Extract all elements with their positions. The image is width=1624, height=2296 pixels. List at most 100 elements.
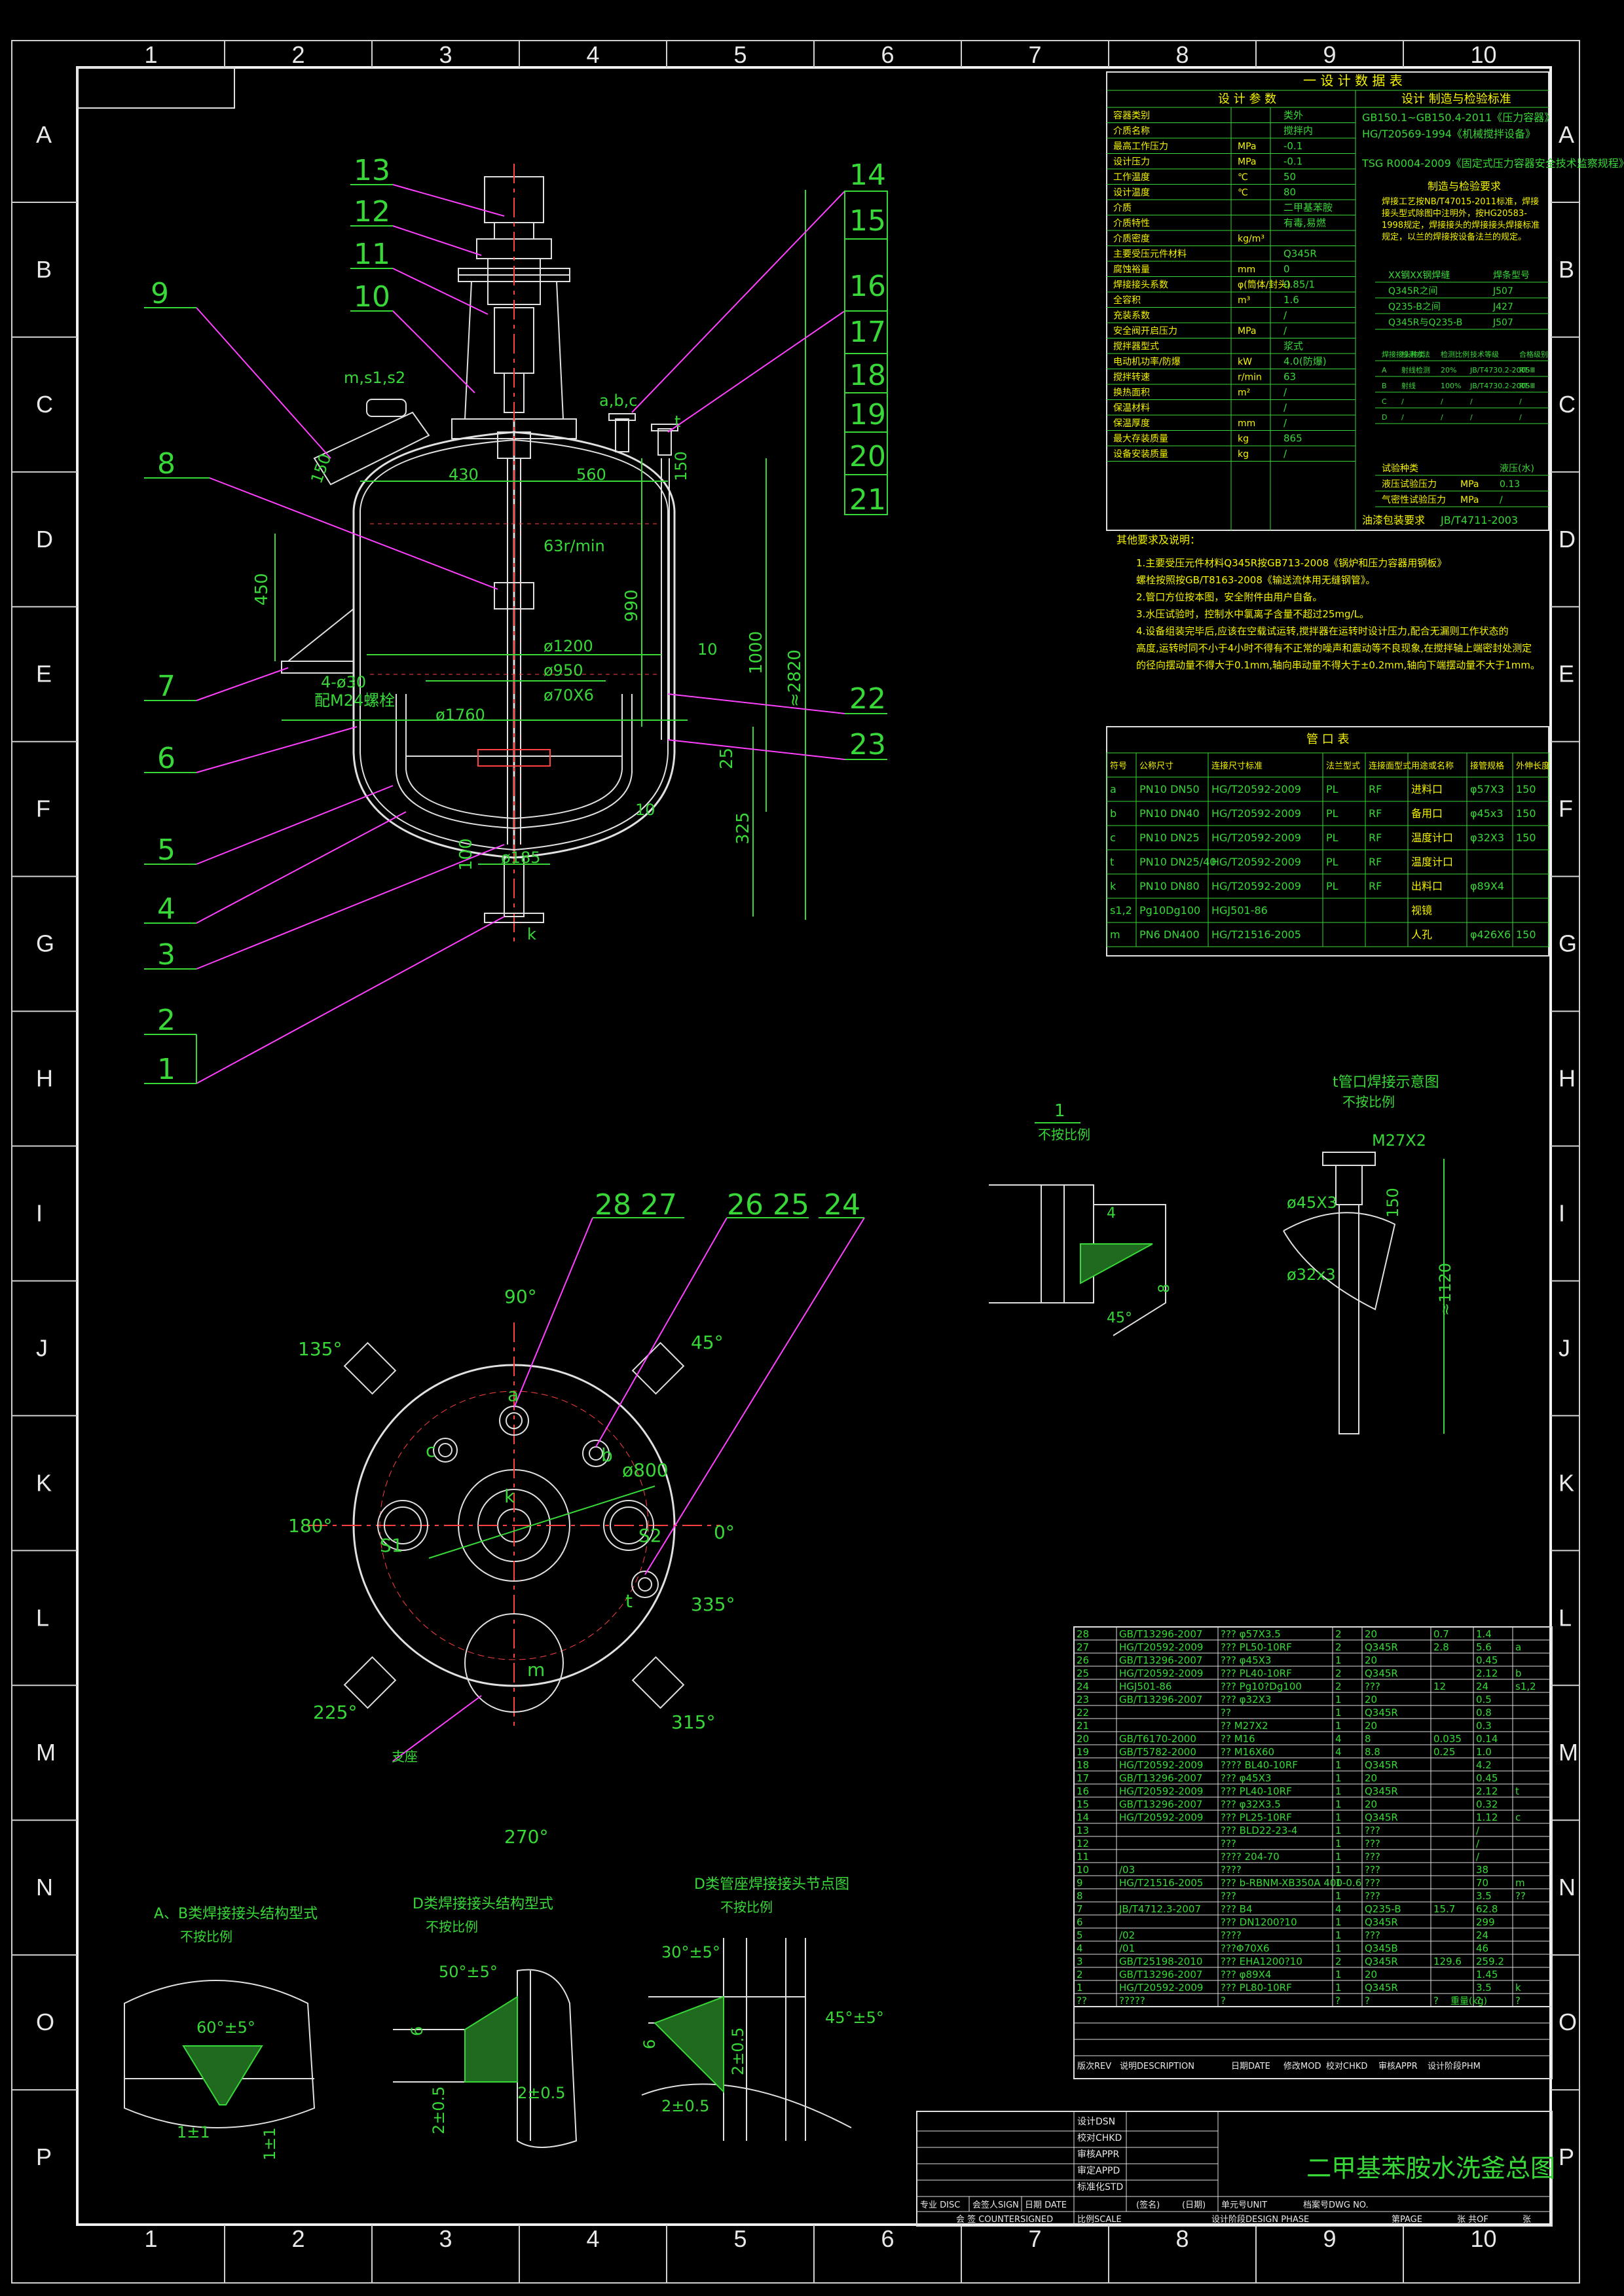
dt-row-label: 最大存装质量 xyxy=(1113,434,1168,445)
parts-cell: 10 xyxy=(1077,1864,1089,1876)
parts-cell: 1.0 xyxy=(1476,1746,1492,1758)
dt-row-label: 容器类别 xyxy=(1113,110,1150,121)
parts-cell: ? xyxy=(1476,1995,1481,2007)
dt-row-value: / xyxy=(1283,417,1287,429)
parts-cell: ????? xyxy=(1119,1995,1145,2007)
grid-col-6: 6 xyxy=(881,41,895,68)
tb-left-label: 校对CHKD xyxy=(1077,2132,1122,2143)
balloon-10: 10 xyxy=(354,280,390,314)
dt-row-label: 焊接接头系数 xyxy=(1113,280,1168,291)
parts-cell: 1 xyxy=(1335,1812,1342,1823)
grid-col-bottom-1: 1 xyxy=(145,2225,158,2252)
grid-col-bottom-5: 5 xyxy=(734,2225,747,2252)
nz-cell: PN6 DN400 xyxy=(1139,928,1200,941)
weld1-gap: 1±1 xyxy=(177,2123,210,2141)
nz-title: 管 口 表 xyxy=(1306,733,1349,746)
detailt-d32: ø32x3 xyxy=(1287,1266,1336,1284)
parts-cell: 299 xyxy=(1476,1916,1495,1928)
nz-cell: RF xyxy=(1369,831,1382,844)
grid-col-bottom-7: 7 xyxy=(1029,2225,1042,2252)
parts-cell: ??? PL40-10RF xyxy=(1221,1785,1292,1797)
dt-test-value: / xyxy=(1500,495,1503,505)
dt-row-label: 工作温度 xyxy=(1113,172,1150,183)
dim-speed: 63r/min xyxy=(544,537,605,555)
dt-row-unit: kg/m³ xyxy=(1238,234,1264,244)
dt-row-value: 50 xyxy=(1283,171,1296,183)
parts-cell: m xyxy=(1515,1877,1525,1889)
parts-cell: ??? BLD22-23-4 xyxy=(1221,1825,1297,1836)
grid-row-G: G xyxy=(36,930,54,957)
dt-row-unit: ℃ xyxy=(1238,172,1248,183)
parts-cell: Q345R xyxy=(1365,1667,1398,1679)
dt-row-unit: ℃ xyxy=(1238,188,1248,198)
weld1-gap2: 1±1 xyxy=(261,2127,279,2160)
nz-cell: 150 xyxy=(1516,831,1536,844)
balloon-14: 14 xyxy=(849,158,886,192)
label-a: a xyxy=(507,1384,519,1406)
weld2-title: D类焊接接头结构型式 xyxy=(413,1896,553,1912)
parts-cell: HG/T20592-2009 xyxy=(1119,1667,1203,1679)
nz-cell: c xyxy=(1110,831,1116,844)
parts-cell: 4 xyxy=(1077,1942,1083,1954)
balloon-5: 5 xyxy=(157,833,175,867)
dim-bolt: 4-ø30 xyxy=(321,673,366,691)
parts-foot: 重量(kg) xyxy=(1450,1996,1487,2007)
tb-mid-label: (签名) xyxy=(1136,2200,1160,2210)
parts-cell: ??? b-RBNM-XB350A 400-0.6 xyxy=(1221,1877,1361,1889)
dt-row-label: 搅拌器型式 xyxy=(1113,342,1159,352)
parts-cell: GB/T13296-2007 xyxy=(1119,1694,1202,1705)
parts-cell: 0.3 xyxy=(1476,1720,1492,1732)
parts-cell: ??? φ32X3 xyxy=(1221,1694,1271,1705)
dim-h450: 450 xyxy=(252,573,272,606)
parts-cell: GB/T13296-2007 xyxy=(1119,1654,1202,1666)
tb-bottom-label: 专业 DISC xyxy=(920,2200,960,2210)
grid-row-right-H: H xyxy=(1559,1065,1576,1092)
weld2-scale: 不按比例 xyxy=(426,1919,478,1935)
nz-cell: 温度计口 xyxy=(1411,831,1453,844)
parts-cell: 20 xyxy=(1365,1654,1377,1666)
angle-90: 90° xyxy=(504,1286,537,1307)
dt-weldmat-cell: Q345R与Q235-B xyxy=(1388,318,1462,328)
detail1-dim-8: 8 xyxy=(1156,1284,1173,1293)
parts-cell: ??? xyxy=(1365,1681,1380,1692)
rev-header-cell: 日期DATE xyxy=(1231,2062,1270,2071)
detailt-scale: 不按比例 xyxy=(1342,1094,1395,1110)
nz-cell: HG/T20592-2009 xyxy=(1211,783,1301,795)
nz-cell: PN10 DN80 xyxy=(1139,880,1200,892)
dt-row-label: 保温材料 xyxy=(1113,403,1150,414)
dt-row-label: 安全阀开启压力 xyxy=(1113,325,1177,337)
parts-cell: ??? φ89X4 xyxy=(1221,1969,1271,1980)
dim-h990: 990 xyxy=(622,589,642,622)
dt-row-label: 电动机功率/防爆 xyxy=(1113,356,1181,367)
label-c: c xyxy=(426,1440,435,1461)
parts-cell: 20 xyxy=(1077,1733,1089,1745)
parts-cell: 4 xyxy=(1335,1746,1342,1758)
nz-cell: Pg10Dg100 xyxy=(1139,904,1200,917)
parts-cell: 2 xyxy=(1335,1667,1342,1679)
dt-row-label: 腐蚀裕量 xyxy=(1113,264,1150,275)
parts-cell: 8 xyxy=(1077,1890,1083,1902)
dt-row-value: 1.6 xyxy=(1283,294,1299,306)
rev-header-cell: 校对CHKD xyxy=(1326,2061,1367,2071)
parts-cell: 11 xyxy=(1077,1851,1089,1863)
parts-cell: ??? xyxy=(1365,1864,1380,1876)
grid-row-right-B: B xyxy=(1559,256,1574,283)
grid-col-8: 8 xyxy=(1176,41,1189,68)
parts-cell: Q345R xyxy=(1365,1956,1398,1967)
label-m: m xyxy=(527,1659,545,1681)
grid-row-O: O xyxy=(36,2009,54,2035)
weld3-gap2: 2±0.5 xyxy=(661,2097,710,2115)
parts-cell: GB/T13296-2007 xyxy=(1119,1798,1202,1810)
dt-test-value: 液压(水) xyxy=(1500,464,1534,474)
detail1-scale: 不按比例 xyxy=(1038,1127,1090,1142)
dt-ndt-cell: JB/T4730.2-2005 xyxy=(1469,382,1530,390)
grid-col-bottom-2: 2 xyxy=(292,2225,305,2252)
dt-row-label: 设备安装质量 xyxy=(1113,448,1168,460)
parts-cell: 5.6 xyxy=(1476,1641,1492,1653)
nz-header-cell: 公称尺寸 xyxy=(1139,761,1173,771)
parts-cell: 23 xyxy=(1077,1694,1089,1705)
design-data-table: 一 设 计 数 据 表 设 计 参 数 设计 制造与检验标准 容器类别类外介质名… xyxy=(1106,71,1624,531)
nz-header-cell: 连接面型式 xyxy=(1369,761,1411,771)
